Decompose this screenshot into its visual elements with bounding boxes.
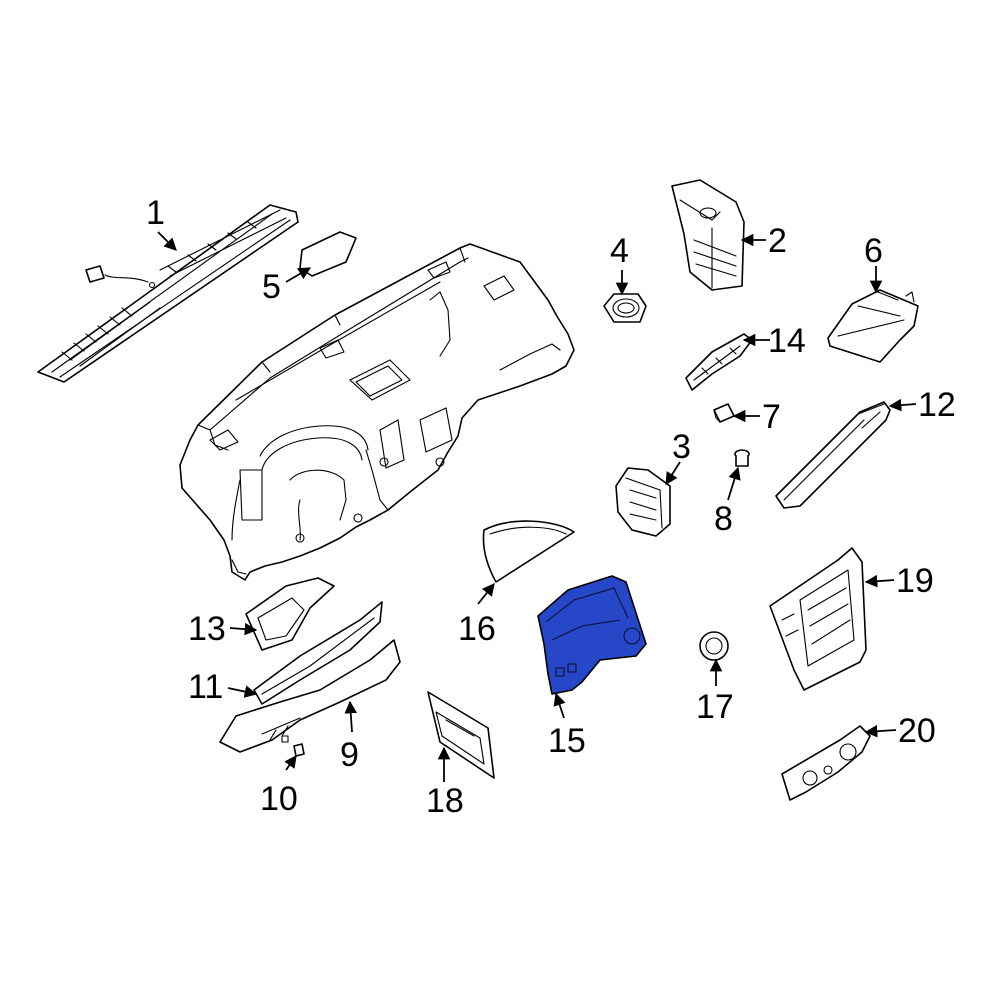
part-16-gauge-lens[interactable] bbox=[482, 520, 575, 583]
callout-17[interactable]: 17 bbox=[696, 688, 734, 726]
callout-8[interactable]: 8 bbox=[714, 500, 733, 538]
part-14-rail[interactable] bbox=[685, 333, 753, 391]
part-17-ring[interactable] bbox=[699, 631, 729, 661]
part-13-switch-bezel[interactable] bbox=[245, 577, 335, 651]
part-12-trim-strip[interactable] bbox=[775, 401, 891, 509]
part-8-screw[interactable] bbox=[734, 449, 750, 467]
callout-11[interactable]: 11 bbox=[188, 668, 223, 706]
leader-lines bbox=[157, 231, 917, 782]
part-10-switch[interactable] bbox=[293, 743, 305, 757]
part-7-clip[interactable] bbox=[713, 403, 735, 423]
callout-5[interactable]: 5 bbox=[262, 268, 281, 306]
callout-2[interactable]: 2 bbox=[768, 222, 787, 260]
callout-4[interactable]: 4 bbox=[610, 232, 629, 270]
callout-19[interactable]: 19 bbox=[896, 562, 934, 600]
part-3-center-vent[interactable] bbox=[615, 467, 671, 537]
part-18-panel[interactable] bbox=[427, 691, 495, 779]
callout-labels: 1 2 3 4 5 6 7 8 9 10 11 12 13 14 15 16 1… bbox=[146, 194, 956, 820]
callout-16[interactable]: 16 bbox=[458, 610, 496, 648]
callout-3[interactable]: 3 bbox=[672, 428, 691, 466]
callout-9[interactable]: 9 bbox=[340, 736, 359, 774]
part-20-small-bezel[interactable] bbox=[781, 725, 871, 801]
callout-7[interactable]: 7 bbox=[762, 398, 781, 436]
callout-20[interactable]: 20 bbox=[898, 712, 936, 750]
instrument-panel[interactable] bbox=[179, 243, 575, 581]
callout-10[interactable]: 10 bbox=[260, 780, 298, 818]
callout-13[interactable]: 13 bbox=[188, 610, 226, 648]
callout-1[interactable]: 1 bbox=[146, 194, 165, 232]
part-11-lower-trim[interactable] bbox=[253, 601, 383, 705]
part-2-side-vent[interactable] bbox=[671, 179, 745, 291]
callout-15[interactable]: 15 bbox=[548, 722, 586, 760]
part-1-defroster-grille[interactable] bbox=[37, 204, 299, 383]
callout-6[interactable]: 6 bbox=[864, 232, 883, 270]
callout-14[interactable]: 14 bbox=[768, 322, 806, 360]
part-6-bracket[interactable] bbox=[827, 289, 919, 363]
part-4-knob-bezel[interactable] bbox=[603, 293, 647, 323]
part-19-center-bezel[interactable] bbox=[769, 547, 867, 691]
part-9-knee-trim[interactable] bbox=[219, 639, 401, 753]
callout-18[interactable]: 18 bbox=[426, 782, 464, 820]
callout-12[interactable]: 12 bbox=[918, 386, 956, 424]
part-15-cluster-bezel[interactable] bbox=[537, 575, 647, 695]
